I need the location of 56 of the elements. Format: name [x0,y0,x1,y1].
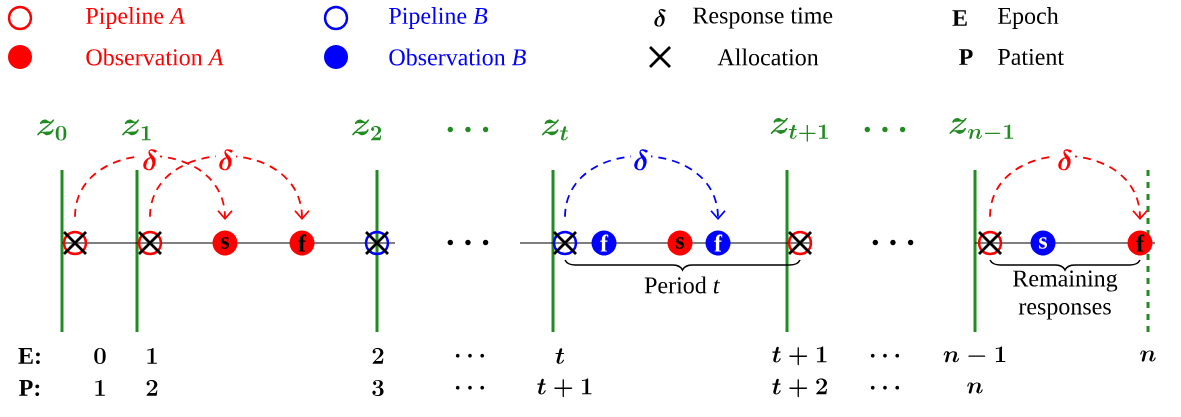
table-cell: $t+1$ [537,378,592,398]
table-cell: $t$ [555,348,565,364]
legend-label: Observation A [86,48,224,66]
table-cell: $\cdots$ [455,353,485,358]
table-cell: $\cdots$ [870,385,900,390]
ellipsis: $\cdots$ [447,239,489,246]
table-cell: $t+2$ [772,378,827,398]
brace-label: Period t [644,276,720,294]
arrow [149,155,310,221]
edge-label: $\delta$ [139,148,161,172]
table-cell: $0$ [94,348,106,364]
legend-label: Response time [693,7,833,29]
table-cell: $1$ [95,380,105,396]
epoch-label: $z_{2}$ [352,119,382,141]
edge-label: $\delta$ [630,148,652,172]
table-cell: $\cdots$ [870,353,900,358]
allocation-marker [62,230,88,256]
edge-label: $\delta$ [215,148,237,172]
arrow [989,155,1148,221]
table-cell: $1$ [147,348,157,364]
epoch-label: $z_{t}$ [541,119,568,141]
epoch-label: $z_{n-1}$ [949,118,1014,139]
legend-label: Epoch [998,7,1059,29]
legend-label: Observation B [389,48,526,66]
legend-symbol: $\delta$ [654,9,666,27]
table-cell: $\cdots$ [455,385,485,390]
row-header: E: [18,348,40,365]
legend-symbol: P [959,49,973,65]
epoch-label: $z_{t+1}$ [770,118,828,142]
allocation-marker [364,230,390,256]
table-cell: $2$ [372,348,384,364]
epoch-label: $z_{1}$ [122,119,151,141]
table-cell: $n$ [967,382,983,394]
allocation-marker [137,230,163,256]
brace-label: Remaining responses [1013,270,1118,320]
arrow [564,155,726,221]
table-cell: $n$ [1140,350,1156,362]
ellipsis: $\cdots$ [447,126,489,133]
arrow [74,155,233,221]
legend-label: Pipeline B [389,7,488,29]
allocation-marker [977,230,1003,256]
legend-label: Pipeline A [86,7,185,29]
allocation-marker [787,230,813,256]
allocation-marker [552,230,578,256]
legend-symbol: E [952,10,967,26]
table-cell: $t+1$ [772,346,827,366]
epoch-label: $z_{0}$ [37,119,67,141]
ellipsis: $\cdots$ [864,126,906,133]
legend-label: Patient [998,48,1064,66]
row-header: P: [19,380,40,397]
ellipsis: $\cdots$ [872,239,914,246]
table-cell: $2$ [146,380,158,396]
legend-label: Allocation [717,48,819,66]
edge-label: $\delta$ [1054,148,1076,172]
table-cell: $3$ [372,380,384,396]
table-cell: $n-1$ [943,346,1006,363]
